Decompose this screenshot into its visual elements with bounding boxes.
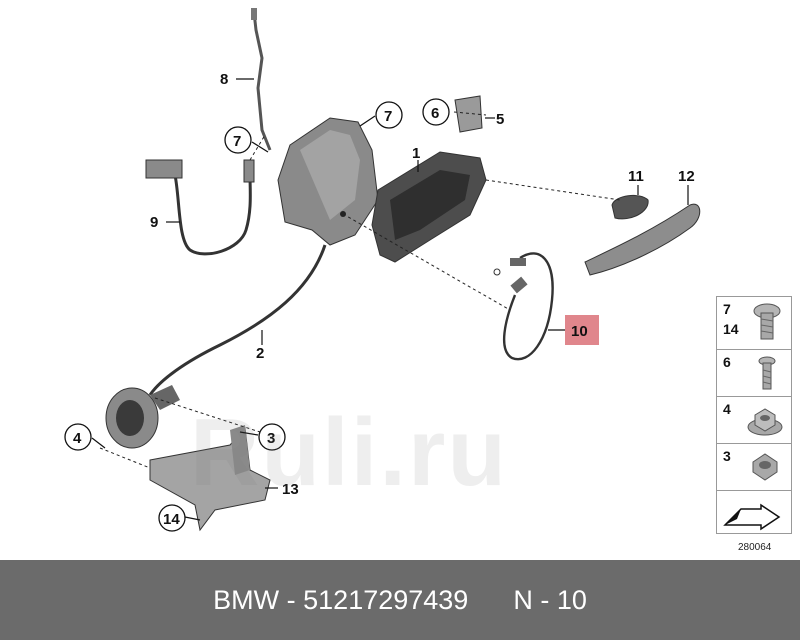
assembly-line-3 — [154, 397, 261, 433]
legend-cell-flange-nut: 4 — [716, 396, 792, 443]
callout-4-circle — [64, 423, 92, 451]
callout-10: 10 — [571, 323, 588, 340]
legend-cell-bolt: 6 — [716, 349, 792, 396]
legend-cell-direction — [716, 490, 792, 534]
callout-7a: 7 — [384, 108, 392, 125]
callout-7a-circle — [375, 101, 403, 129]
bracket-part-6 — [454, 95, 483, 133]
cable-10-eyelet — [493, 268, 501, 276]
callout-7b-circle — [224, 126, 252, 154]
legend-num-6: 6 — [723, 354, 731, 370]
torx-screw-icon — [753, 303, 781, 340]
callout-14: 14 — [163, 511, 180, 528]
legend-num-3: 3 — [723, 448, 731, 464]
footer-bar: BMW - 51217297439 N - 10 — [0, 560, 800, 640]
lock-face — [300, 130, 360, 220]
callout-12: 12 — [678, 168, 695, 185]
leader-4 — [91, 437, 106, 449]
leader-3 — [239, 431, 259, 436]
legend-cell-hex-nut: 3 — [716, 443, 792, 490]
diagram-code: 280064 — [738, 542, 772, 553]
actuator-core — [116, 400, 144, 436]
callout-13: 13 — [282, 481, 299, 498]
cable-part-10 — [502, 252, 554, 361]
rod-part-8 — [252, 11, 272, 151]
rod-tip — [251, 8, 257, 20]
callout-10-highlight — [565, 315, 599, 345]
direction-arrow-icon — [723, 503, 781, 531]
callout-6-circle — [422, 98, 450, 126]
legend-cell-screw: 7 14 — [716, 296, 792, 349]
leader-7a — [359, 115, 376, 127]
cable-10-end — [510, 276, 528, 294]
callout-2: 2 — [256, 345, 264, 362]
callout-11: 11 — [628, 168, 644, 185]
carrier-inner — [390, 170, 470, 240]
gasket-part-11 — [611, 194, 649, 220]
assembly-line-2 — [249, 134, 266, 161]
callout-14-circle — [158, 504, 186, 532]
leader-14 — [184, 516, 201, 521]
legend-num-7: 7 — [723, 301, 731, 317]
cable-9-end — [243, 159, 255, 183]
bracket-13-tab — [230, 425, 250, 475]
callout-9: 9 — [150, 214, 158, 231]
callout-3: 3 — [267, 430, 275, 447]
outer-handle-part-12 — [584, 203, 701, 276]
assembly-line-1 — [485, 179, 621, 201]
callout-7b: 7 — [233, 133, 241, 150]
callout-5: 5 — [496, 111, 504, 128]
callout-4: 4 — [73, 430, 82, 447]
cable-10-connector — [510, 258, 526, 266]
footer-brand: BMW — [213, 584, 280, 615]
footer-separator: - — [286, 584, 296, 615]
parts-diagram: 1 2 3 4 5 6 7 7 8 9 10 11 12 13 14 — [64, 8, 701, 532]
assembly-line-4 — [99, 447, 151, 469]
cable-9-bracket — [145, 159, 183, 179]
assembly-line-6 — [453, 111, 487, 116]
callout-8: 8 — [220, 71, 228, 88]
legend-num-14: 14 — [723, 321, 739, 337]
footer-position-label: N - 10 — [513, 584, 587, 615]
footer-part-number: 51217297439 — [303, 584, 469, 615]
hex-nut-icon — [752, 453, 778, 481]
bolt-icon — [758, 356, 776, 390]
fastener-legend: 7 14 6 4 3 — [716, 296, 792, 534]
cable-part-9 — [173, 174, 252, 256]
bowden-cable-part-2 — [148, 244, 327, 396]
callout-6: 6 — [431, 105, 439, 122]
legend-num-4: 4 — [723, 401, 731, 417]
leader-7b — [251, 141, 269, 153]
assembly-line-5 — [342, 213, 511, 311]
callout-3-circle — [258, 423, 286, 451]
callout-1: 1 — [412, 145, 420, 162]
flange-nut-icon — [747, 408, 783, 436]
